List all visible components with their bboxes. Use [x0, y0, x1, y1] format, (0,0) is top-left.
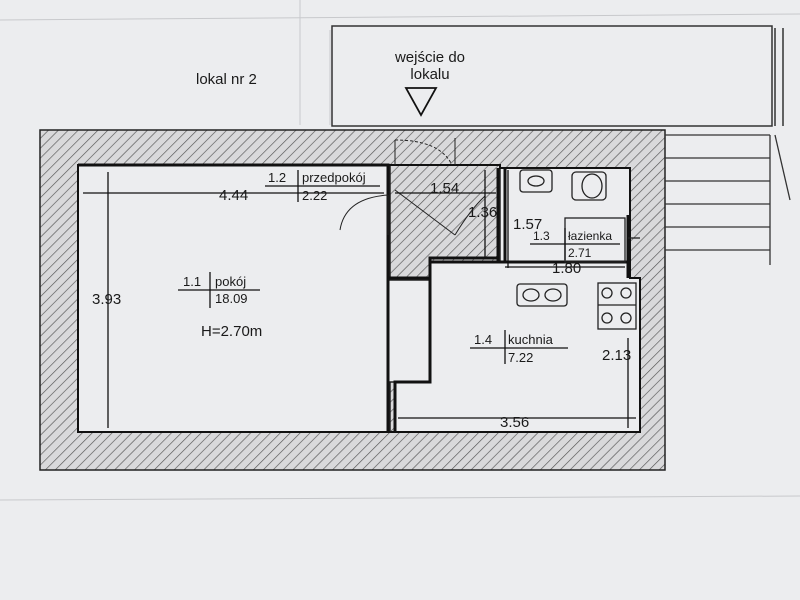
- dim-pokoj-width: 4.44: [219, 187, 248, 204]
- room-lazienka-name: łazienka: [568, 229, 612, 243]
- dim-kitchen-height: 2.13: [602, 347, 631, 364]
- stairs: [665, 134, 791, 265]
- dim-pokoj-height: 3.93: [92, 291, 121, 308]
- room-przedpokoj-name: przedpokój: [302, 170, 366, 185]
- entrance-label-line2: lokalu: [410, 66, 449, 83]
- room-przedpokoj-area: 2.22: [302, 188, 327, 203]
- inner-door: [394, 189, 486, 236]
- dim-bath-height: 1.57: [513, 216, 542, 233]
- room-lazienka-number: 1.3: [533, 229, 550, 243]
- entrance-arrow-icon: [404, 87, 438, 117]
- entrance-label-line1: wejście do: [394, 49, 465, 66]
- room-door: [339, 194, 389, 235]
- dim-kitchen-width: 3.56: [500, 414, 529, 431]
- room-kuchnia-name: kuchnia: [508, 332, 554, 347]
- bathroom-fixtures: [519, 169, 640, 263]
- room-lazienka-area: 2.71: [568, 246, 592, 260]
- unit-label: lokal nr 2: [196, 71, 257, 88]
- dim-hall-width: 1.54: [430, 180, 459, 197]
- interior-walls: [78, 163, 630, 432]
- room-przedpokoj-number: 1.2: [268, 170, 286, 185]
- room-height: H=2.70m: [201, 323, 262, 340]
- dim-bath-width: 1.80: [552, 260, 581, 277]
- room-kuchnia-number: 1.4: [474, 332, 492, 347]
- room-pokoj-number: 1.1: [183, 274, 201, 289]
- hall-door: [394, 138, 456, 166]
- kitchen-fixtures: [516, 282, 637, 330]
- room-outline: [77, 164, 641, 433]
- entrance-corridor: [331, 25, 784, 127]
- room-pokoj-area: 18.09: [215, 291, 248, 306]
- dim-hall-height: 1.36: [468, 204, 497, 221]
- scan-background: [0, 0, 800, 501]
- room-kuchnia-area: 7.22: [508, 350, 533, 365]
- dimension-lines: [83, 170, 636, 428]
- room-pokoj-name: pokój: [215, 274, 246, 289]
